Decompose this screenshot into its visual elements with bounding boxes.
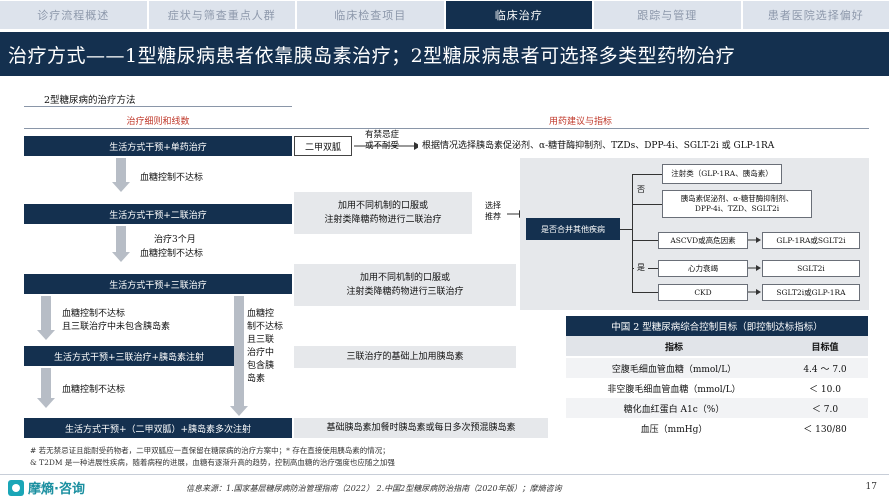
arrow-3-head (37, 330, 55, 340)
table-row: 非空腹毛细血管血糖（mmol/L） ＜ 10.0 (566, 378, 868, 398)
branch-yes-3 (632, 292, 658, 293)
arrow-2-head (112, 252, 130, 262)
comorbidity-question: 是否合并其他疾病 (526, 218, 620, 240)
note-uncontrolled-4: 血糖控制不达标 (62, 385, 126, 395)
section-title: 2型糖尿病的治疗方法 (44, 95, 136, 106)
page-number: 17 (865, 482, 877, 492)
control-target-table-title: 中国 2 型糖尿病综合控制目标（即控制达标指标） (566, 316, 868, 336)
note-three-months: 治疗3个月 (154, 235, 196, 245)
step-dual-therapy: 生活方式干预+二联治疗 (24, 204, 292, 224)
branch-stem (620, 229, 632, 230)
logo-icon (8, 479, 24, 496)
step-triple-plus-insulin: 生活方式干预+三联治疗+胰岛素注射 (24, 346, 234, 366)
step-multiple-insulin: 生活方式干预+（二甲双胍）+胰岛素多次注射 (24, 418, 292, 438)
choose-recommend-label: 选择 推荐 (485, 201, 501, 221)
condition-arrows (748, 237, 761, 295)
multiple-insulin-desc: 基础胰岛素加餐时胰岛素或每日多次预混胰岛素 (294, 418, 548, 438)
arrow-5-body (41, 368, 51, 398)
table-header: 指标 目标值 (566, 336, 868, 356)
footnote-2: & T2DM 是一种进展性疾病，随着病程的进展，血糖有逐渐升高的趋势，控制高血糖… (30, 458, 395, 467)
tab-clinical-treatment[interactable]: 临床治疗 (445, 1, 592, 29)
insulin-add-desc: 三联治疗的基础上加用胰岛素 (294, 346, 516, 368)
footnote-1: # 若无禁忌证且能耐受药物者，二甲双胍应一直保留在糖尿病的治疗方案中；* 存在直… (30, 446, 390, 455)
tab-overview[interactable]: 诊疗流程概述 (0, 1, 147, 29)
drug-ascvd: GLP-1RA或SGLT2i (762, 232, 860, 249)
option-injectables: 注射类（GLP-1RA、胰岛素） (662, 164, 782, 184)
arrow-3-body (41, 296, 51, 330)
note-uncontrolled-1: 血糖控制不达标 (140, 173, 204, 183)
arrow-2-body (116, 226, 126, 252)
note-uncontrolled-2: 血糖控制不达标 (140, 249, 204, 259)
arrow-4-head (230, 406, 248, 416)
tab-exams[interactable]: 临床检查项目 (297, 1, 444, 29)
left-column-heading: 治疗细则和线数 (126, 117, 190, 127)
dual-therapy-desc: 加用不同机制的口服或 注射类降糖药物进行二联治疗 (294, 192, 472, 234)
branch-yes-1 (632, 240, 658, 241)
section-divider (24, 106, 292, 107)
note-uncontrolled-3a: 血糖控制不达标 (62, 309, 126, 319)
step-triple-therapy: 生活方式干预+三联治疗 (24, 274, 292, 294)
note-no-insulin: 且三联治疗中未包含胰岛素 (62, 322, 171, 332)
drug-heart-failure: SGLT2i (762, 260, 860, 277)
header-target: 目标值 (811, 342, 839, 353)
top-tab-bar: 诊疗流程概述 症状与筛查重点人群 临床检查项目 临床治疗 跟踪与管理 患者医院选… (0, 0, 889, 30)
branch-yes-label: 是 (634, 262, 648, 273)
logo-text: 摩熵·咨询 (28, 482, 85, 497)
table-row: 糖化血红蛋白 A1c（%） ＜ 7.0 (566, 398, 868, 418)
metformin-box: 二甲双胍 (294, 136, 352, 156)
header-indicator: 指标 (664, 342, 683, 353)
condition-heart-failure: 心力衰竭 (658, 260, 748, 277)
arrow-5-head (37, 398, 55, 408)
condition-ascvd: ASCVD或高危因素 (658, 232, 748, 249)
triple-therapy-desc: 加用不同机制的口服或 注射类降糖药物进行三联治疗 (294, 264, 516, 306)
condition-ckd: CKD (658, 284, 748, 301)
tab-symptoms[interactable]: 症状与筛查重点人群 (148, 1, 295, 29)
branch-no-label: 否 (634, 184, 648, 195)
arrow-1-head (112, 182, 130, 192)
note-with-insulin: 血糖控 制不达标 且三联 治疗中 包含胰 岛素 (247, 309, 284, 384)
step-monotherapy: 生活方式干预+单药治疗 (24, 136, 292, 156)
brand-logo: 摩熵·咨询 (8, 478, 85, 497)
drug-ckd: SGLT2i或GLP-1RA (762, 284, 860, 301)
right-heading-rule (292, 128, 869, 129)
arrow-4-body (234, 296, 244, 406)
option-oral-agents: 胰岛素促泌剂、α-糖苷酶抑制剂、 DPP-4i、TZD、SGLT2i (662, 190, 812, 218)
tab-tracking[interactable]: 跟踪与管理 (594, 1, 741, 29)
right-column-heading: 用药建议与指标 (548, 117, 612, 127)
branch-no-2 (632, 204, 662, 205)
branch-trunk (632, 174, 633, 292)
tab-hospital-preference[interactable]: 患者医院选择偏好 (742, 1, 889, 29)
table-row: 空腹毛细血管血糖（mmol/L） 4.4 ～ 7.0 (566, 358, 868, 378)
page-title: 治疗方式——1型糖尿病患者依靠胰岛素治疗；2型糖尿病患者可选择多类型药物治疗 (0, 32, 889, 76)
arrow-1-body (116, 158, 126, 182)
contraindication-arrow (354, 142, 421, 150)
branch-no-1 (632, 174, 662, 175)
left-heading-rule (24, 128, 292, 129)
footer-divider (0, 474, 889, 475)
monotherapy-options: 根据情况选择胰岛素促泌剂、α-糖苷酶抑制剂、TZDs、DPP-4i、SGLT-2… (418, 136, 864, 156)
table-row: 血压（mmHg） ＜ 130/80 (566, 418, 868, 438)
source-note: 信息来源：1.国家基层糖尿病防治管理指南（2022） 2.中国2型糖尿病防治指南… (186, 484, 562, 493)
